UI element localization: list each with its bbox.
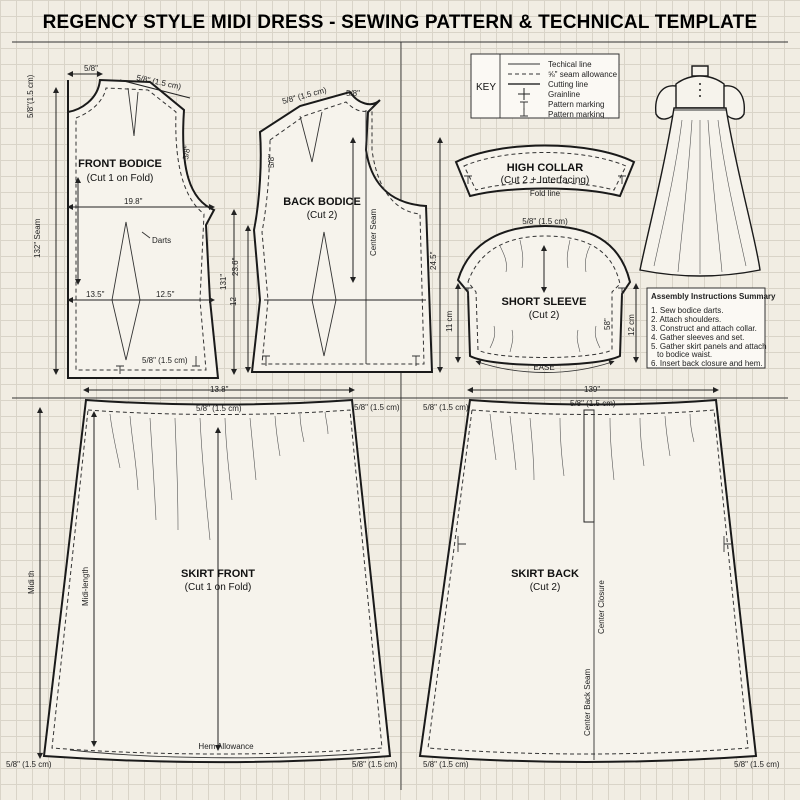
- skirt-front-piece: [37, 387, 392, 763]
- skirt-back-waist-sa: 5/8" (1.5 cm): [570, 399, 616, 408]
- back-side-236: 23.6": [231, 257, 240, 276]
- skirt-back-cut: (Cut 2): [530, 582, 561, 593]
- skirt-front-br-sa: 5/8" (1.5 cm): [352, 760, 398, 769]
- back-bodice-piece: [245, 90, 443, 373]
- back-center-seam: Center Seam: [369, 209, 378, 256]
- skirt-front-cut: (Cut 1 on Fold): [185, 582, 252, 593]
- skirt-front-hem: Hem Allowance: [198, 742, 254, 751]
- skirt-back-name: SKIRT BACK: [511, 568, 579, 580]
- key-item-5: Pattern marking: [548, 100, 604, 109]
- page-title: REGENCY STYLE MIDI DRESS - SEWING PATTER…: [43, 12, 758, 33]
- sleeve-ease: EASE: [533, 363, 554, 372]
- skirt-back-piece: [418, 387, 758, 763]
- sleeve-name: SHORT SLEEVE: [502, 296, 587, 308]
- key-item-4: Grainline: [548, 90, 581, 99]
- front-side-131: 131": [219, 274, 228, 290]
- sleeve-far-right: 12 cm: [627, 314, 636, 336]
- skirt-back-center-seam: Center Back Seam: [583, 669, 592, 736]
- high-collar-piece: [454, 144, 636, 198]
- assembly-step-6: 6. Insert back closure and hem.: [651, 359, 763, 368]
- skirt-back-br-sa: 5/8" (1.5 cm): [734, 760, 780, 769]
- skirt-back-width: 139": [584, 385, 600, 394]
- skirt-front-name: SKIRT FRONT: [181, 568, 255, 580]
- collar-name: HIGH COLLAR: [507, 162, 583, 174]
- front-armhole-58: 5/8": [181, 145, 192, 160]
- assembly-step-1: 1. Sew bodice darts.: [651, 306, 723, 315]
- key-heading: KEY: [476, 82, 496, 93]
- assembly-step-2: 2. Attach shoulders.: [651, 315, 721, 324]
- back-bodice-cut: (Cut 2): [307, 210, 338, 221]
- back-bodice-name: BACK BODICE: [283, 196, 361, 208]
- back-neck-58: 5/8": [346, 89, 360, 98]
- skirt-front-waist-sa: 5/8" (1.5 cm): [196, 404, 242, 413]
- front-right-125: 12.5": [156, 290, 175, 299]
- sleeve-left-dim: 11 cm: [445, 310, 454, 332]
- skirt-front-midi-th: Midi th: [27, 570, 36, 594]
- back-right-245: 24.5": [429, 251, 438, 270]
- front-left-135: 13.5": [86, 290, 105, 299]
- short-sleeve-piece: [455, 224, 639, 373]
- assembly-heading: Assembly Instructions Summary: [651, 292, 776, 301]
- back-arm-58: 5/8": [267, 154, 276, 168]
- skirt-back-left-sa: 5/8" (1.5 cm): [423, 403, 469, 412]
- sleeve-cut: (Cut 2): [529, 310, 560, 321]
- key-item-6: Pattern marking: [548, 110, 604, 119]
- assembly-step-5b: to bodice waist.: [657, 350, 712, 359]
- front-side-12: 12: [229, 297, 238, 306]
- front-darts: Darts: [152, 236, 171, 245]
- front-seam: 132" Seam: [33, 218, 42, 258]
- front-bodice-name: FRONT BODICE: [78, 158, 162, 170]
- skirt-front-right-sa: 5/8" (1.5 cm): [354, 403, 400, 412]
- collar-fold: Fold line: [530, 189, 561, 198]
- dress-illustration: [639, 65, 761, 277]
- assembly-step-3: 3. Construct and attach collar.: [651, 324, 757, 333]
- key-item-3: Cutting line: [548, 80, 589, 89]
- front-bodice-cut: (Cut 1 on Fold): [87, 173, 154, 184]
- skirt-front-bl-sa: 5/8" (1.5 cm): [6, 760, 52, 769]
- sleeve-right-dim: 58": [603, 318, 612, 330]
- front-hem-sa: 5/8" (1.5 cm): [142, 356, 188, 365]
- assembly-box: [646, 287, 766, 369]
- front-bodice-piece: [53, 71, 237, 379]
- front-width: 19.8": [124, 197, 143, 206]
- assembly-step-4: 4. Gather sleeves and set.: [651, 333, 744, 342]
- skirt-front-midi-length: Midi-length: [81, 567, 90, 606]
- collar-cut: (Cut 2 + Interfacing): [501, 175, 590, 186]
- front-neck-sa: 5/8"(1.5 cm): [26, 74, 35, 118]
- key-box: [470, 53, 620, 119]
- skirt-back-center-closure: Center Closure: [597, 580, 606, 634]
- skirt-back-bl-sa: 5/8" (1.5 cm): [423, 760, 469, 769]
- sleeve-top-sa: 5/8" (1.5 cm): [522, 217, 568, 226]
- assembly-step-5: 5. Gather skirt panels and attach: [651, 342, 767, 351]
- key-item-2: ⅝" seam allowance: [548, 70, 618, 79]
- front-top-58: 5/8": [84, 64, 98, 73]
- key-item-1: Techical line: [548, 60, 592, 69]
- skirt-front-width: 13.8": [210, 385, 229, 394]
